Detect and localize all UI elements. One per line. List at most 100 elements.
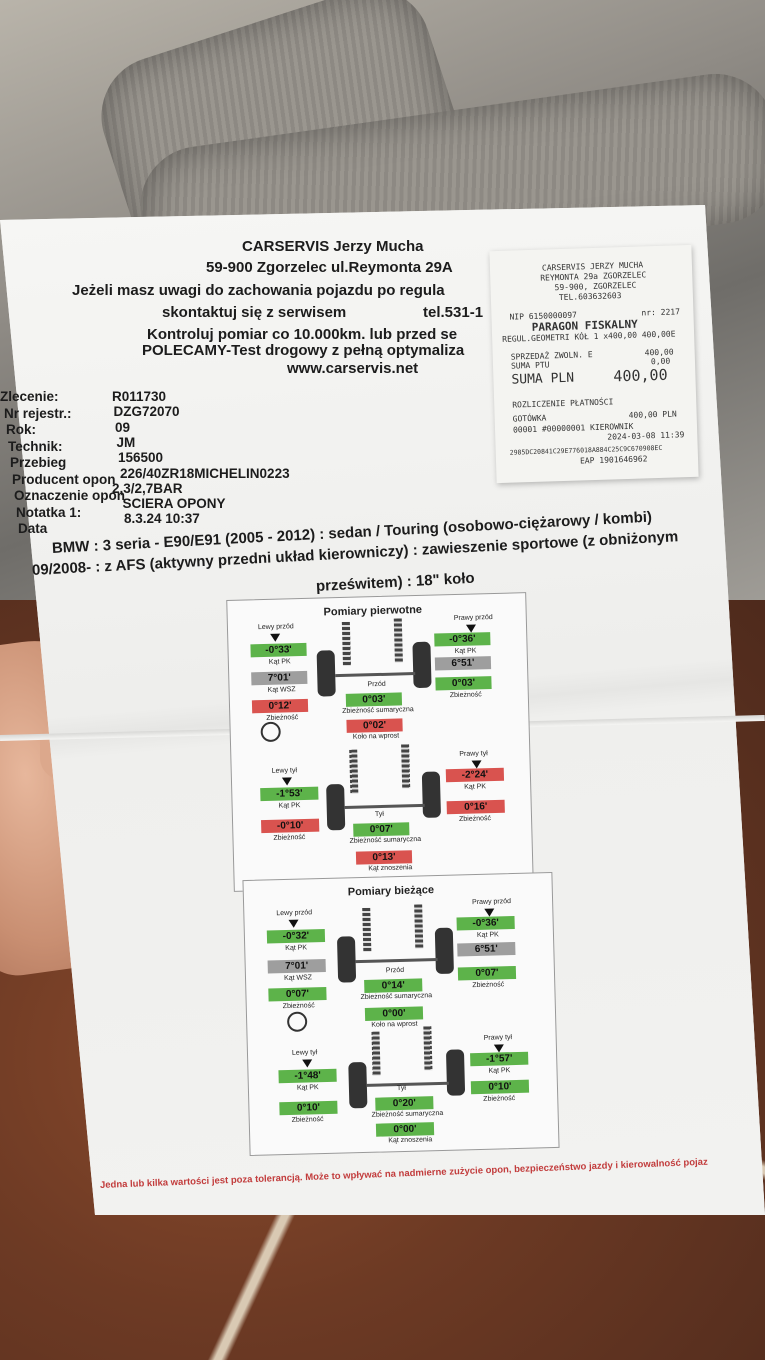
label-zbieznosc: Zbieżność [291,1116,324,1124]
rear-left-wheel [348,1061,368,1109]
label-zb-sumaryczna: Zbieżność sumaryczna [342,706,414,715]
front-right-wheel [412,641,432,689]
field-value: SCIERA OPONY [122,496,226,512]
label-zbieznosc: Zbieżność [273,833,306,842]
label-kat-pk: Kąt PK [464,783,487,791]
label-front-left: Lewy przód [257,623,294,632]
label-rear-left: Lewy tył [271,767,298,775]
fr-caster: 6°51' [434,656,492,671]
rear-axle [366,1081,449,1087]
rear-left-wheel [326,783,346,831]
rear-right-strut [401,744,411,789]
label-zbieznosc: Zbieżność [458,815,492,823]
arrow-icon [493,1044,505,1053]
fr-camber: -0°36' [434,632,491,647]
shop-address: 59-900 Zgorzelec ul.Reymonta 29A [206,259,453,276]
rr-toe: 0°16' [446,799,505,815]
arrow-icon [288,919,299,928]
fl-toe: 0°07' [268,986,327,1002]
receipt-line: TEL.603632603 [558,291,622,303]
label-kat-znoszenia: Kąt znoszenia [368,864,413,873]
label-kat-pk: Kąt PK [488,1067,511,1075]
label-zb-sumaryczna: Zbieżność sumaryczna [360,992,433,1002]
rl-camber: -1°48' [278,1068,337,1084]
field-value: 156500 [118,450,164,466]
fiscal-receipt: CARSERVIS JERZY MUCHA REYMONTA 29a ZGORZ… [489,244,699,484]
label-zbieznosc: Zbieżność [282,1002,315,1011]
section-title: Pomiary bieżące [347,884,435,899]
field-label: Oznaczenie opon [14,488,126,503]
steering-wheel-angle: 0°02' [346,718,403,733]
rl-toe: -0°10' [261,818,320,834]
steering-wheel-icon [286,1011,308,1032]
receipt-total-label: SUMA PLN [511,370,575,388]
rear-axle [344,803,425,809]
fl-caster: 7°01' [251,670,308,686]
front-left-strut [362,907,372,952]
front-axle [335,672,416,678]
fl-toe: 0°12' [251,698,309,714]
fr-camber: -0°36' [456,915,515,931]
fr-toe: 0°07' [457,965,517,981]
receipt-line: SUMA PTU [510,360,550,371]
fl-caster: 7°01' [267,958,326,974]
label-kat-znoszenia: Kąt znoszenia [388,1136,433,1145]
rl-camber: -1°53' [260,786,319,802]
label-rear-right: Prawy tył [483,1034,513,1042]
receipt-line: 0,00 [650,356,671,367]
current-measurements-panel: Pomiary bieżące Lewy przód Prawy przód -… [242,871,560,1157]
front-left-wheel [316,650,336,697]
label-zb-sumaryczna: Zbieżność sumaryczna [371,1109,444,1119]
field-value: DZG72070 [113,404,180,420]
field-value: 226/40ZR18MICHELIN0223 [120,465,290,481]
arrow-icon [465,624,477,633]
receipt-number: nr: 2217 [641,307,681,318]
field-value: JM [116,434,136,450]
label-kat-pk: Kąt PK [285,944,308,953]
field-label: Zlecenie: [0,389,59,404]
label-zbieznosc: Zbieżność [266,714,299,722]
field-label: Producent opon [12,471,116,487]
label-kat-pk: Kąt PK [454,647,477,656]
label-kat-pk: Kąt PK [476,931,499,939]
label-zb-sumaryczna: Zbieżność sumaryczna [349,835,422,845]
front-right-strut [393,618,403,663]
header-phone: tel.531-1 [423,304,484,321]
label-kolo: Koło na wprost [371,1020,418,1029]
steering-wheel-angle: 0°00' [364,1006,424,1021]
fl-camber: -0°32' [266,928,326,944]
front-total-toe: 0°03' [345,692,403,707]
label-kat-pk: Kąt PK [296,1084,319,1092]
field-label: Nr rejestr.: [4,405,72,421]
label-front-right: Prawy przód [472,898,512,907]
arrow-icon [281,777,293,786]
receipt-total-value: 400,00 [613,365,668,386]
arrow-icon [471,760,482,769]
label-kat-pk: Kąt PK [278,802,301,810]
front-left-wheel [336,936,357,983]
rear-total-toe: 0°20' [375,1096,434,1111]
front-right-wheel [434,927,454,975]
shop-website: www.carservis.net [287,360,419,377]
steering-wheel-icon [260,721,281,743]
receipt-line: 400,00 PLN [628,409,677,420]
arrow-icon [484,908,495,917]
fr-toe: 0°03' [435,676,492,691]
field-value: 09 [115,419,131,435]
header-note-4: POLECAMY-Test drogowy z pełną optymaliza [142,342,465,359]
label-front-total: Przód [367,680,386,689]
field-label: Technik: [8,438,63,454]
field-value: R011730 [112,389,167,404]
label-zbieznosc: Zbieżność [483,1095,516,1103]
label-rear-total: Tył [396,1084,406,1093]
field-label: Data [18,521,48,536]
front-left-strut [341,621,351,666]
rear-right-wheel [421,771,441,818]
header-note-3: Kontroluj pomiar co 10.000km. lub przed … [147,326,458,343]
receipt-item: REGUL.GEOMETRI KÓŁ 1 x400,00 400,00E [502,329,676,344]
label-kat-wsz: Kąt WSZ [283,974,313,983]
fr-caster: 6°51' [457,941,516,957]
field-value: 2,3/2,7BAR [112,480,183,496]
label-front-left: Lewy przód [276,909,313,918]
label-rear-total: Tył [374,810,384,819]
